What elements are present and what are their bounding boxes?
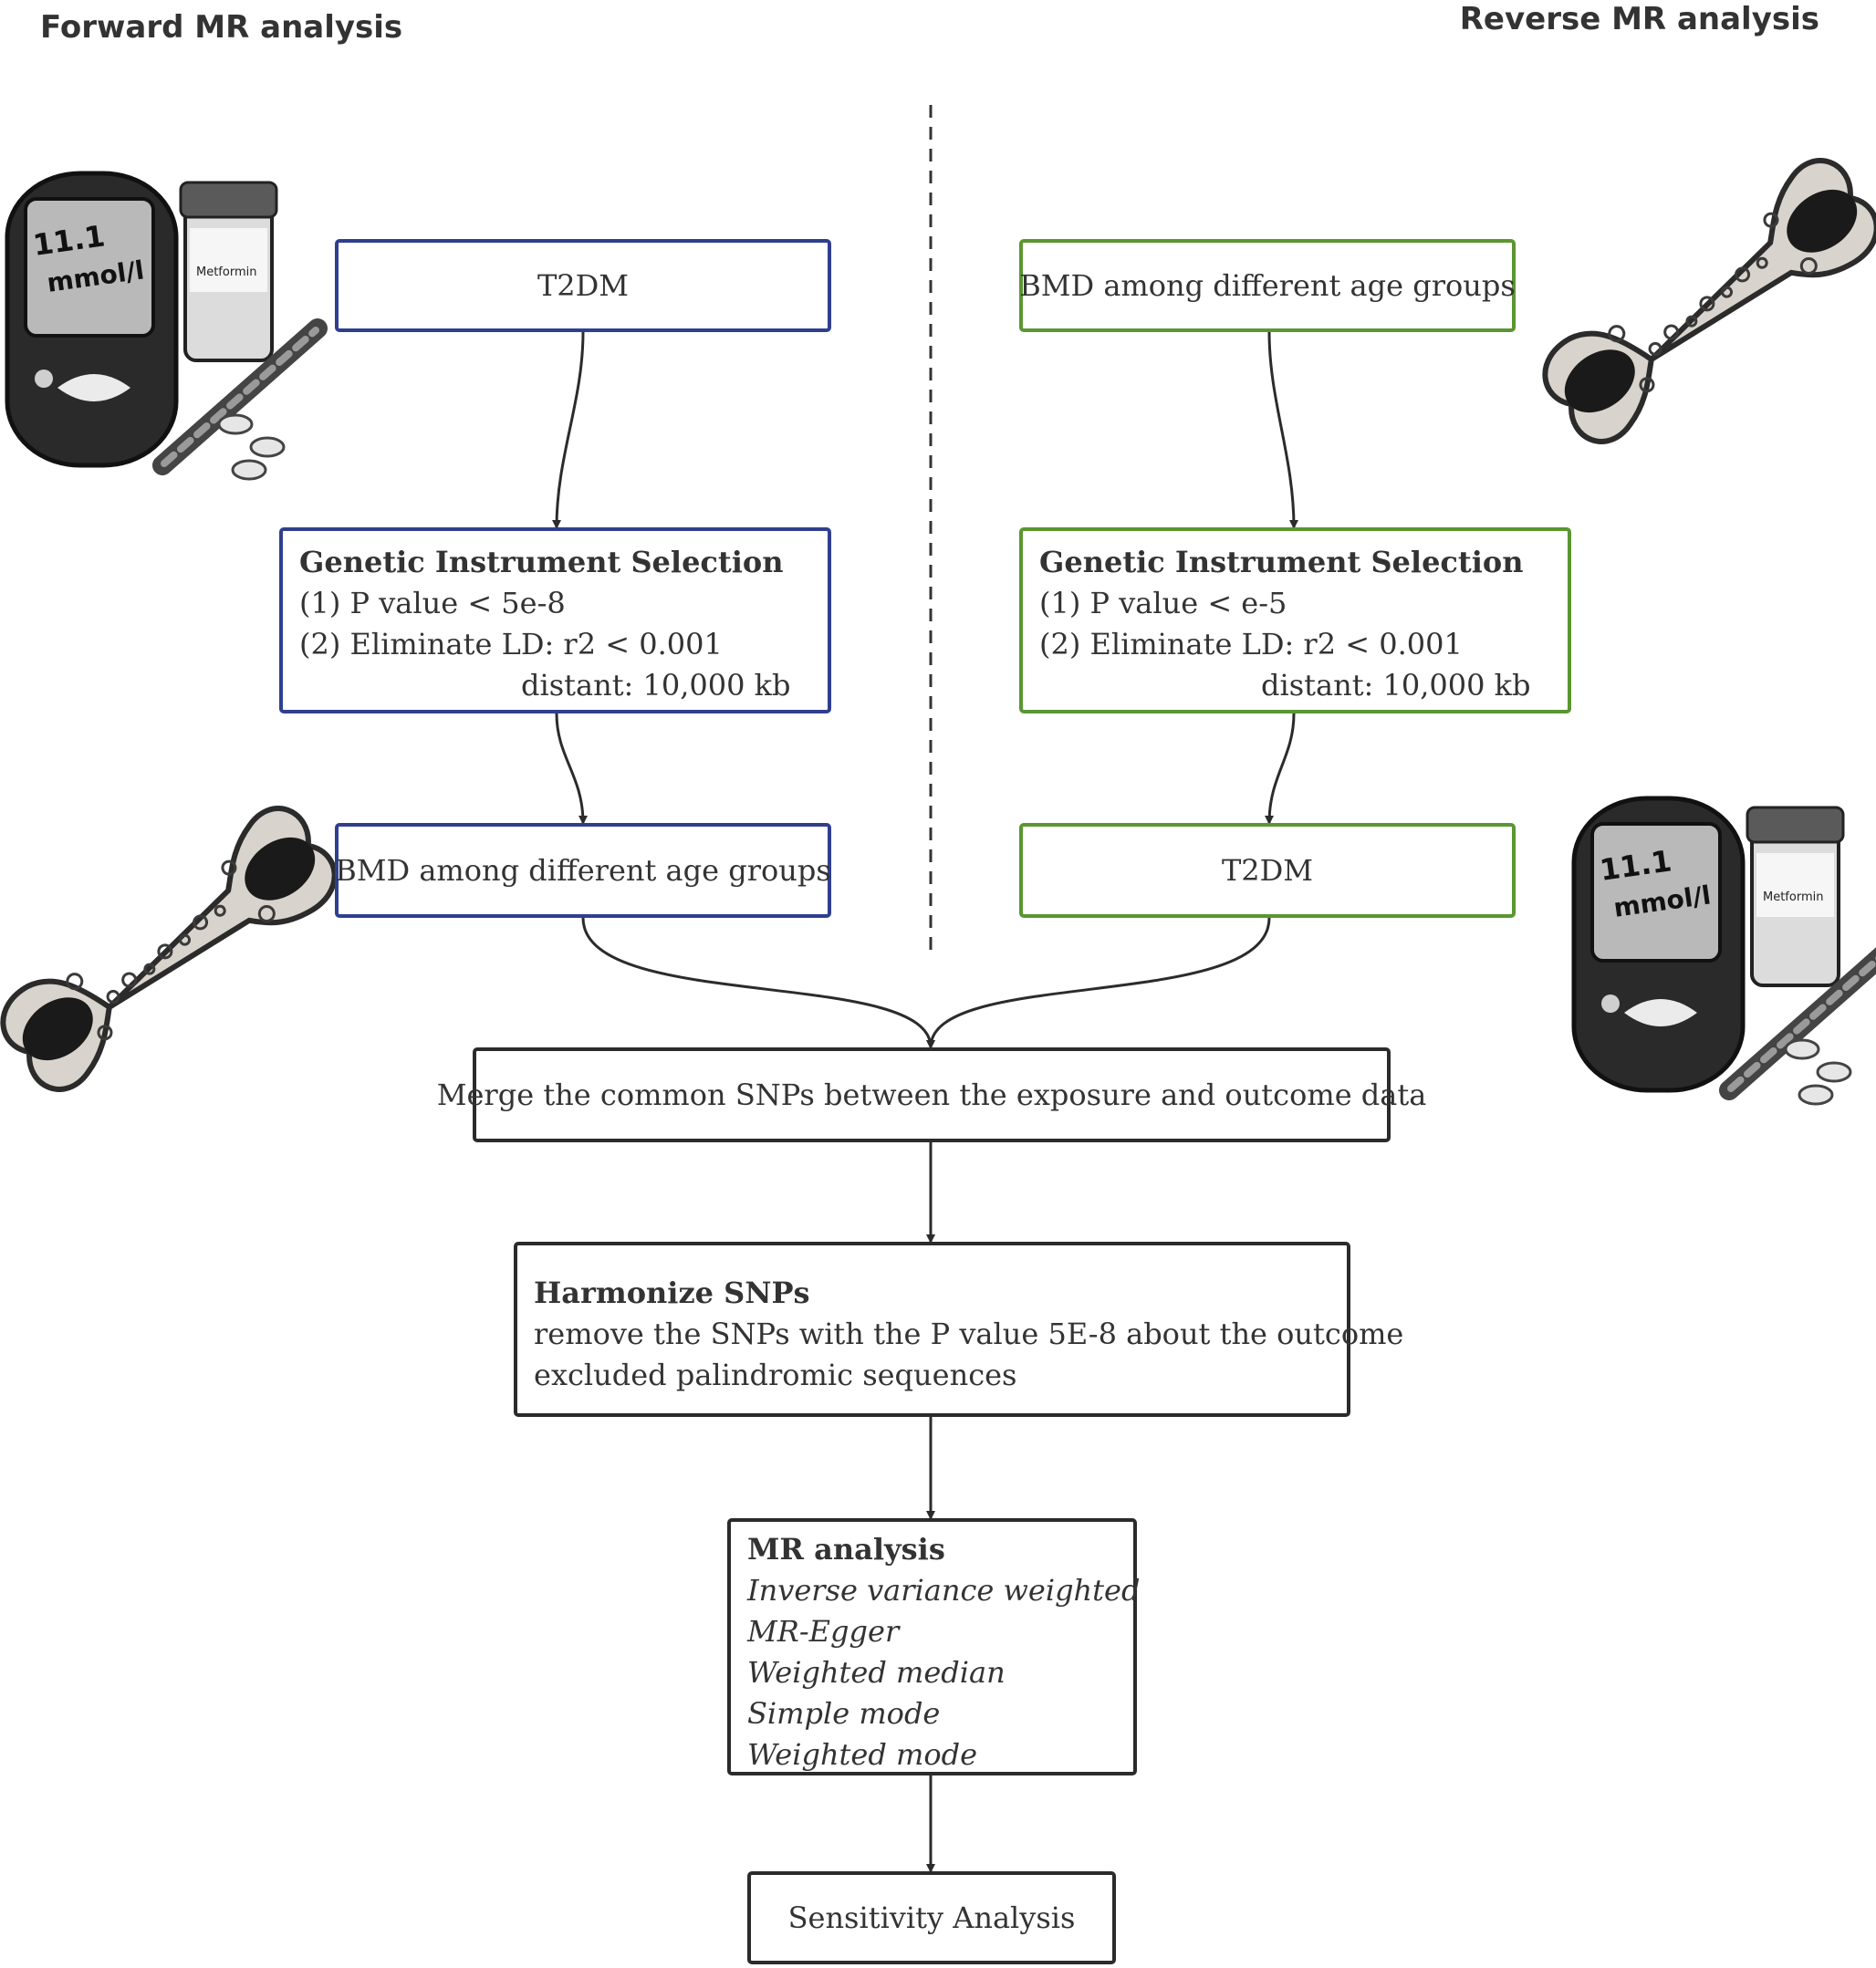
glucometer-illustration-bottom-right: 11.1 mmol/l Metformin — [1574, 798, 1876, 1104]
forward-selection-line2: (2) Eliminate LD: r2 < 0.001 — [299, 627, 723, 661]
reverse-mr-heading: Reverse MR analysis — [1459, 1, 1819, 37]
bone-illustration-left — [0, 797, 352, 1101]
forward-mr-heading: Forward MR analysis — [40, 9, 403, 46]
forward-selection-title: Genetic Instrument Selection — [299, 545, 784, 579]
harmonize-title: Harmonize SNPs — [534, 1276, 810, 1310]
forward-outcome-box: BMD among different age groups — [335, 823, 831, 918]
bone-illustration-top-right — [1527, 149, 1876, 453]
harmonize-snps-box: Harmonize SNPs remove the SNPs with the … — [514, 1242, 1404, 1417]
arrow-forward-to-merge — [581, 917, 935, 1049]
forward-selection-line1: (1) P value < 5e-8 — [299, 586, 566, 620]
mr-method: Inverse variance weighted — [747, 1573, 1141, 1608]
mr-method: Weighted mode — [747, 1737, 978, 1772]
reverse-selection-box: Genetic Instrument Selection (1) P value… — [1019, 527, 1571, 713]
arrow-forward-exposure-to-selection — [552, 331, 585, 529]
arrow-reverse-selection-to-outcome — [1265, 713, 1296, 825]
glucometer-illustration-top-left: 11.1 mmol/l Metformin — [7, 173, 318, 479]
reverse-selection-line1: (1) P value < e-5 — [1039, 586, 1287, 620]
arrow-forward-selection-to-outcome — [555, 713, 588, 825]
forward-outcome-label: BMD among different age groups — [335, 852, 831, 888]
mr-analysis-title: MR analysis — [747, 1532, 945, 1567]
reverse-selection-line2: (2) Eliminate LD: r2 < 0.001 — [1039, 627, 1463, 661]
forward-exposure-box: T2DM — [335, 239, 831, 332]
sensitivity-analysis-box: Sensitivity Analysis — [747, 1871, 1116, 1964]
reverse-outcome-label: T2DM — [1221, 852, 1314, 888]
bottle-label: Metformin — [1763, 890, 1823, 904]
reverse-outcome-box: T2DM — [1019, 823, 1516, 918]
harmonize-line2: excluded palindromic sequences — [534, 1358, 1017, 1392]
forward-selection-line3: distant: 10,000 kb — [521, 668, 791, 703]
reverse-exposure-label: BMD among different age groups — [1019, 267, 1516, 303]
sensitivity-analysis-label: Sensitivity Analysis — [787, 1900, 1076, 1935]
mr-method: MR-Egger — [747, 1614, 900, 1649]
forward-exposure-label: T2DM — [537, 267, 630, 303]
bottle-label: Metformin — [196, 266, 256, 279]
reverse-selection-line3: distant: 10,000 kb — [1261, 668, 1531, 703]
reverse-exposure-box: BMD among different age groups — [1019, 239, 1516, 332]
mr-method: Weighted median — [747, 1655, 1006, 1690]
arrow-reverse-exposure-to-selection — [1267, 331, 1298, 529]
forward-selection-box: Genetic Instrument Selection (1) P value… — [279, 527, 831, 713]
merge-snps-label: Merge the common SNPs between the exposu… — [436, 1077, 1427, 1112]
harmonize-line1: remove the SNPs with the P value 5E-8 ab… — [534, 1317, 1404, 1351]
arrow-reverse-to-merge — [926, 917, 1271, 1049]
reverse-selection-title: Genetic Instrument Selection — [1039, 545, 1524, 579]
mr-method: Simple mode — [747, 1696, 941, 1731]
merge-snps-box: Merge the common SNPs between the exposu… — [437, 1047, 1426, 1142]
mr-analysis-box: MR analysis Inverse variance weighted MR… — [727, 1518, 1141, 1775]
